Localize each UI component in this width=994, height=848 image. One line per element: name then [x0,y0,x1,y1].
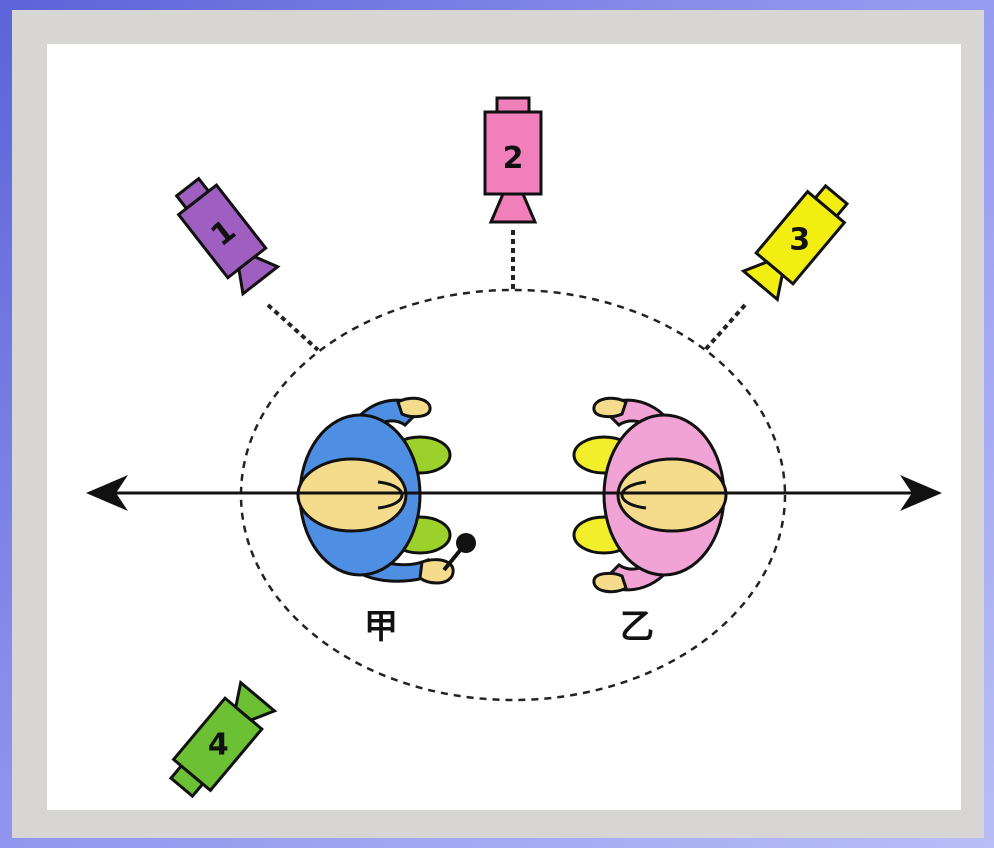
camera-3: 3 [740,183,850,303]
person-jia-head [296,457,408,533]
person-jia-lower-hand [418,558,455,585]
camera-4-number: 4 [208,727,229,762]
camera-1: 1 [174,176,281,297]
person-yi-lower-hand [592,571,628,594]
camera-2-top-cap [495,96,531,114]
camera-4: 4 [168,679,278,799]
person-jia [296,396,476,585]
camera-4-lens [234,679,278,722]
camera-1-lens [237,255,281,297]
person-yi-head [616,457,728,533]
person-jia-label: 甲 [364,607,398,647]
camera-3-number: 3 [789,223,810,258]
microphone-icon [456,533,476,553]
person-yi-upper-hand [592,396,628,419]
person-yi-label: 乙 [620,607,654,647]
microphone-handle [442,546,464,572]
camera-2-number: 2 [503,141,524,176]
person-yi [572,396,728,594]
camera-2-lens [488,192,538,224]
camera-1-leader [266,303,320,352]
camera-2: 2 [483,96,543,224]
camera-2-body [483,110,543,196]
camera-3-leader [703,303,747,352]
person-jia-upper-hand [396,396,432,419]
camera-3-lens [740,260,784,303]
